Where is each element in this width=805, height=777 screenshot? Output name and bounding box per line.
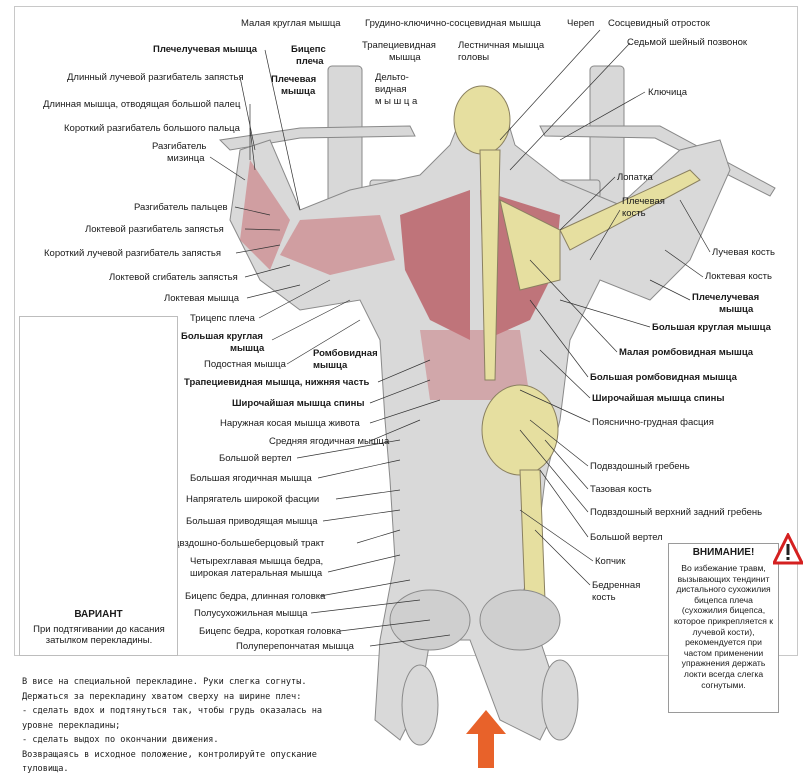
up-arrow-icon	[466, 710, 506, 768]
label-rhomboid-2: мышца	[313, 360, 348, 371]
label-gluteus-medius: Средняя ягодичная мышца	[269, 436, 390, 447]
label-ulna: Локтевая кость	[705, 271, 772, 282]
label-greater-trochanter-right: Большой вертел	[590, 532, 663, 543]
label-extensor-carpi-ulnaris: Локтевой разгибатель запястья	[85, 224, 224, 235]
label-biceps-femoris-long: Бицепс бедра, длинная головка	[185, 591, 326, 602]
label-trapezius-1: Трапециевидная	[362, 40, 436, 51]
label-triceps: Трицепс плеча	[190, 313, 255, 324]
warning-panel: ВНИМАНИЕ! Во избежание травм, вызывающих…	[668, 543, 779, 713]
label-biceps-femoris-short: Бицепс бедра, короткая головка	[199, 626, 342, 637]
label-brachialis-1: Плечевая	[271, 74, 317, 85]
label-skull: Череп	[567, 18, 595, 29]
label-deltoid-1: Дельто-	[375, 72, 409, 83]
label-gluteus-maximus: Большая ягодичная мышца	[190, 473, 312, 484]
variant-panel: ВАРИАНТ При подтягивании до касания заты…	[19, 316, 178, 656]
label-humerus-1: Плечевая	[622, 196, 665, 207]
label-external-oblique: Наружная косая мышца живота	[220, 418, 360, 429]
instruction-line: Держаться за перекладину хватом сверху н…	[22, 691, 302, 702]
label-rhomboid-1: Ромбовидная	[313, 348, 378, 359]
label-anconeus: Локтевая мышца	[164, 293, 240, 304]
label-humerus-2: кость	[622, 208, 646, 219]
instruction-line: - сделать выдох по окончании движения.	[22, 735, 219, 745]
instruction-line: туловища.	[22, 764, 69, 774]
label-pelvic-bone: Тазовая кость	[590, 484, 652, 495]
label-posterior-superior-iliac: Подвздошный верхний задний гребень	[590, 507, 763, 518]
label-scalene-1: Лестничная мышца	[458, 40, 545, 51]
label-clavicle: Ключица	[648, 87, 687, 98]
label-femur-2: кость	[592, 592, 616, 603]
label-rhomboid-minor: Малая ромбовидная мышца	[619, 347, 754, 358]
label-extensor-digiti-minimi-1: Разгибатель	[152, 141, 207, 152]
label-trapezius-2: мышца	[389, 52, 421, 63]
instruction-line: Возвращаясь в исходное положение, контро…	[22, 749, 317, 760]
label-scalene-2: головы	[458, 52, 490, 63]
label-femur-1: Бедренная	[592, 580, 641, 591]
label-deltoid-3: м ы ш ц а	[375, 96, 418, 107]
label-extensor-carpi-radialis-brevis: Короткий лучевой разгибатель запястья	[44, 248, 221, 259]
label-iliotibial-tract: Подвздошно-большеберцовый тракт	[162, 538, 325, 549]
label-brachioradialis: Плечелучевая мышца	[153, 44, 258, 55]
label-teres-major-right: Большая круглая мышца	[652, 322, 771, 333]
label-teres-minor: Малая круглая мышца	[241, 18, 341, 29]
label-abductor-pollicis-longus: Длинная мышца, отводящая большой палец	[43, 99, 241, 110]
label-semimembranosus: Полуперепончатая мышца	[236, 641, 354, 652]
label-infraspinatus: Подостная мышца	[204, 359, 286, 370]
label-thoracolumbar-fascia: Пояснично-грудная фасция	[592, 417, 714, 428]
instruction-line: уровне перекладины;	[22, 720, 121, 731]
label-rhomboid-major: Большая ромбовидная мышца	[590, 372, 737, 383]
label-tensor-fasciae-latae: Напрягатель широкой фасции	[186, 494, 320, 505]
variant-text: При подтягивании до касания затылком пер…	[33, 624, 165, 646]
instruction-line: В висе на специальной перекладине. Руки …	[22, 677, 307, 687]
label-trapezius-lower: Трапециевидная мышца, нижняя часть	[184, 377, 370, 388]
label-scapula: Лопатка	[617, 172, 653, 183]
label-sternocleidomastoid: Грудино-ключично-сосцевидная мышца	[365, 18, 541, 29]
label-extensor-digitorum: Разгибатель пальцев	[134, 202, 228, 213]
label-semitendinosus: Полусухожильная мышца	[194, 608, 308, 619]
warning-title: ВНИМАНИЕ!	[692, 547, 755, 558]
body-silhouette	[229, 85, 731, 746]
label-adductor-magnus: Большая приводящая мышца	[186, 516, 318, 527]
label-teres-major-left-2: мышца	[230, 343, 265, 354]
warning-text: Во избежание травм, вызывающих тендинит …	[673, 563, 774, 690]
leader-lines	[209, 29, 711, 647]
label-coccyx: Копчик	[595, 556, 626, 567]
label-quadriceps-2: широкая латеральная мышца	[190, 568, 323, 579]
label-flexor-carpi-ulnaris: Локтевой сгибатель запястья	[109, 272, 238, 283]
label-deltoid-2: видная	[375, 84, 407, 95]
label-brachioradialis-right-1: Плечелучевая	[692, 292, 760, 303]
label-teres-major-left-1: Большая круглая	[181, 331, 263, 342]
label-latissimus-left: Широчайшая мышца спины	[232, 398, 365, 409]
label-biceps-1: Бицепс	[291, 44, 326, 55]
label-biceps-2: плеча	[296, 56, 324, 67]
warning-triangle-icon	[773, 533, 803, 565]
label-quadriceps-1: Четырехглавая мышца бедра,	[190, 556, 324, 567]
label-mastoid-process: Сосцевидный отросток	[608, 18, 710, 29]
instruction-line: - сделать вдох и подтянуться так, чтобы …	[22, 706, 323, 716]
variant-title: ВАРИАНТ	[74, 609, 123, 620]
exercise-instructions: В висе на специальной перекладине. Руки …	[22, 675, 372, 777]
label-iliac-crest: Подвздошный гребень	[590, 461, 690, 472]
label-brachioradialis-right-2: мышца	[719, 304, 754, 315]
label-extensor-pollicis-brevis: Короткий разгибатель большого пальца	[64, 123, 240, 134]
label-extensor-digiti-minimi-2: мизинца	[167, 153, 205, 164]
label-extensor-carpi-radialis-longus: Длинный лучевой разгибатель запястья	[67, 72, 244, 83]
label-latissimus-right: Широчайшая мышца спины	[592, 393, 725, 404]
label-c7-vertebra: Седьмой шейный позвонок	[627, 37, 748, 48]
label-radius: Лучевая кость	[712, 247, 775, 258]
label-greater-trochanter-left: Большой вертел	[219, 453, 292, 464]
label-brachialis-2: мышца	[281, 86, 316, 97]
